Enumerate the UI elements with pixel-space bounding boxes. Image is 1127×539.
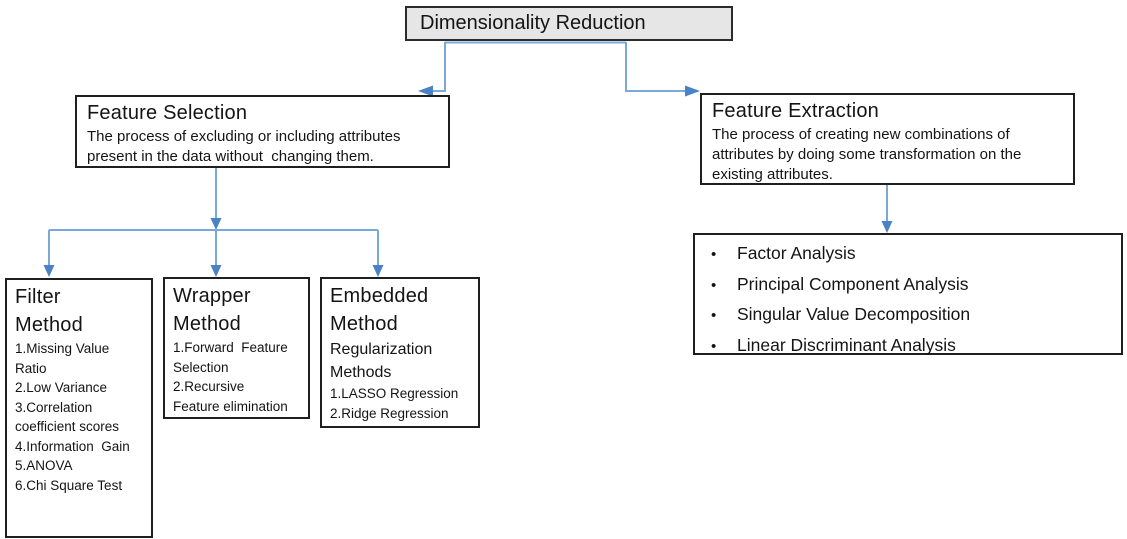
filter-method-item: 6.Chi Square Test [15,477,123,493]
embedded-method-box: Embedded Method Regularization Methods 1… [320,277,480,428]
arrowhead-down-icon [210,218,222,230]
wrapper-method-item: 2.Recursive Feature elimination [173,379,288,414]
extraction-method-label: Principal Component Analysis [737,273,969,294]
extraction-method-row: • Singular Value Decomposition [695,300,1121,331]
connector-feature-selection-to-bus [210,168,222,230]
feature-selection-heading: Feature Selection [87,102,248,124]
feature-extraction-heading: Feature Extraction [712,100,880,122]
connector-title-to-feature-extraction [625,42,700,97]
embedded-method-heading: Embedded Method [330,285,429,335]
connector-bus-to-wrapper-method [210,230,222,277]
extraction-method-label: Factor Analysis [737,243,856,263]
diagram-title: Dimensionality Reduction [420,12,646,34]
extraction-method-row: • Linear Discriminant Analysis [695,331,1121,362]
extraction-method-row: • Principal Component Analysis [695,270,1121,301]
title-box: Dimensionality Reduction [405,6,733,41]
filter-method-item: 3.Correlation coefficient scores [15,399,120,435]
arrowhead-right-icon [685,85,700,97]
embedded-method-item: 2.Ridge Regression [330,405,449,421]
extraction-method-label: Singular Value Decomposition [737,304,971,324]
arrowhead-down-icon [210,265,222,277]
embedded-method-subtitle: Regularization Methods [330,341,433,381]
extraction-method-row: • Factor Analysis [695,239,1121,270]
extraction-method-label: Linear Discriminant Analysis [737,334,956,355]
bullet-icon: • [711,307,717,324]
filter-method-heading: Filter Method [15,286,83,336]
connector-line [625,42,686,92]
arrowhead-down-icon [881,221,893,233]
arrowhead-down-icon [372,265,384,277]
filter-method-box: Filter Method 1.Missing Value Ratio 2.Lo… [5,278,153,538]
wrapper-method-item: 1.Forward Feature Selection [173,340,292,375]
wrapper-method-box: Wrapper Method 1.Forward Feature Selecti… [163,277,310,419]
feature-extraction-box: Feature Extraction The process of creati… [700,93,1075,185]
feature-selection-description: The process of excluding or including at… [87,128,405,165]
filter-method-item: 5.ANOVA [15,458,73,473]
connector-bus-to-filter-method [43,230,55,277]
bullet-icon: • [711,276,717,294]
extraction-methods-box: • Factor Analysis • Principal Component … [693,233,1123,355]
embedded-method-item: 1.LASSO Regression [330,386,459,401]
bullet-icon: • [711,337,717,355]
connector-feature-extraction-to-methods [881,185,893,233]
bullet-icon: • [711,246,717,263]
filter-method-item: 1.Missing Value Ratio [15,341,114,376]
arrowhead-down-icon [43,265,55,277]
filter-method-item: 2.Low Variance [15,380,108,395]
wrapper-method-heading: Wrapper Method [173,285,251,335]
feature-selection-box: Feature Selection The process of excludi… [75,95,450,168]
connector-title-to-feature-selection [418,42,446,97]
feature-extraction-description: The process of creating new combinations… [712,126,1026,183]
filter-method-item: 4.Information Gain [15,438,130,454]
connector-line [432,42,446,92]
connector-bus-to-embedded-method [372,230,384,277]
